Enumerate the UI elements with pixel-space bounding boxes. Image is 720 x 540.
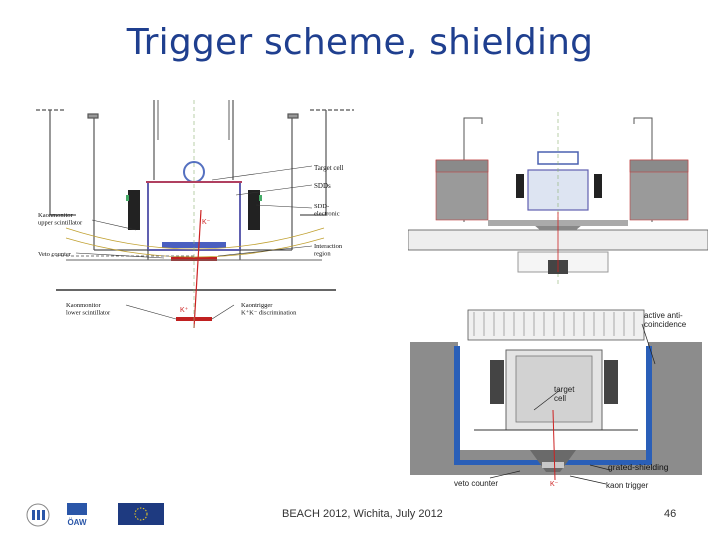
br-label-veto-counter: veto counter — [454, 479, 498, 488]
slide-title: Trigger scheme, shielding — [126, 22, 594, 63]
eu-logo — [118, 503, 164, 525]
smi-logo — [26, 503, 50, 527]
left-label-sdds: SDDs — [314, 182, 331, 190]
left-label-k-plus: K⁺ — [180, 307, 189, 314]
br-label-active-anticoincidence: active anti-coincidence — [644, 311, 687, 329]
br-label-k-minus: K⁻ — [550, 481, 559, 488]
left-label-target-cell: Target cell — [314, 164, 344, 172]
br-label-grated-shielding: grated-shielding — [608, 462, 669, 472]
left-label-k-minus: K⁻ — [202, 219, 211, 226]
left-label-sdd-electronic: SDD-electronic — [314, 203, 340, 217]
top-right-shielding-drawing — [408, 112, 708, 287]
br-label-kaon-trigger: kaon trigger — [606, 481, 649, 490]
footer-text: BEACH 2012, Wichita, July 2012 — [282, 508, 443, 520]
oaw-logo: ÖAW — [64, 503, 90, 527]
oaw-logo-text: ÖAW — [67, 518, 87, 527]
left-detector-drawing: Target cell SDDs SDD-electronic Interact… — [36, 100, 354, 330]
left-label-veto-counter: Veto counter — [38, 251, 72, 258]
page-number: 46 — [664, 508, 677, 520]
